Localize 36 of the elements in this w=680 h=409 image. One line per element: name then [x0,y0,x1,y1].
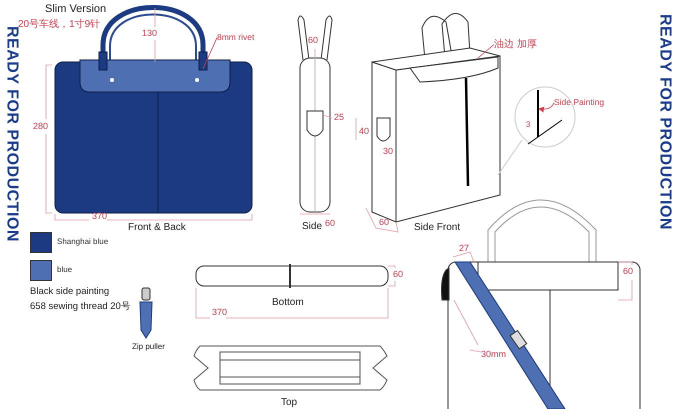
dimension-label: 60 [325,219,336,229]
view-caption: Bottom [272,297,304,308]
edge-line [537,90,539,137]
vertical-banner-text: READY FOR PRODUCTION [3,26,21,242]
legend-text: blue [57,266,72,275]
dimension-label: 370 [212,308,228,318]
view-caption: Top [281,397,298,408]
legend-text: Shanghai blue [57,238,108,247]
note-text: 658 sewing thread 20号 [30,302,131,312]
dimension-label: 60 [308,36,318,46]
view-title: Slim Version [45,3,106,16]
callout-text: 油边 加厚 [494,39,537,50]
view-caption: Side [302,221,322,232]
dimension-label: 280 [33,122,48,132]
dimension-label: 25 [334,113,344,123]
part-label: Zip puller [132,343,165,352]
note-text: Black side painting [30,287,110,298]
dimension-label: 30mm [481,350,506,360]
dimension-label: 27 [459,244,470,254]
leader-line [478,44,494,58]
callout-text: 8mm rivet [217,33,254,42]
dimension-label: 370 [92,212,108,222]
leader-line [538,102,554,112]
dimension-label: 130 [142,29,158,39]
callout-text: Side Painting [554,98,604,108]
leader-line [202,37,218,70]
dimension-label: 30 [383,147,394,157]
dimension-label: 40 [359,127,370,137]
dimension-label: 60 [393,270,404,280]
dimension-label: 60 [623,267,634,277]
note-text: 20号车线，1寸9针 [18,19,100,30]
dimension-label: 60 [379,218,390,228]
dimension-label: 3 [526,121,530,130]
vertical-banner-text: READY FOR PRODUCTION [656,14,674,230]
view-caption: Front & Back [128,222,186,233]
view-caption: Side Front [414,222,460,233]
